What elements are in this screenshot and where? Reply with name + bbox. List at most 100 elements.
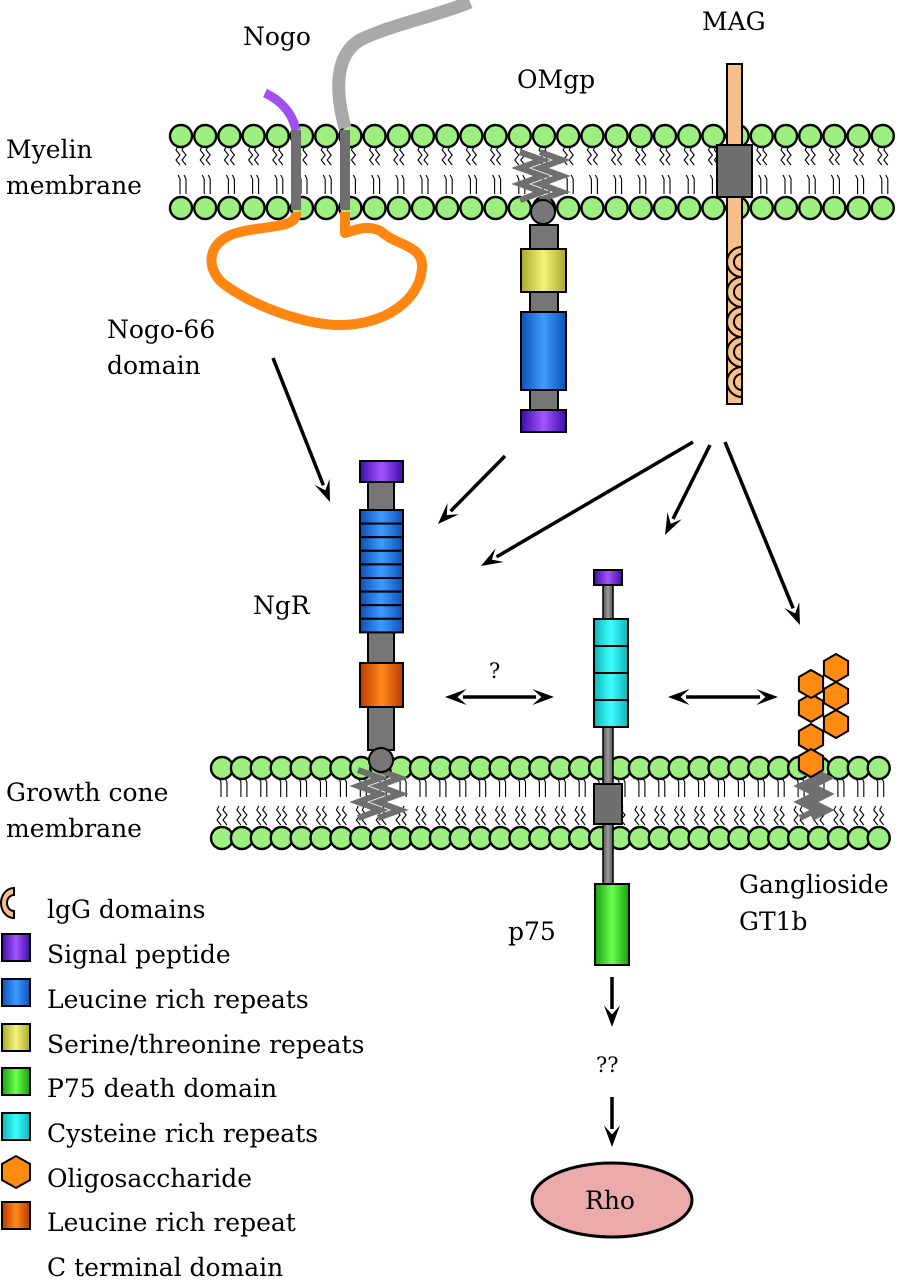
- mag-to-p75-arrow-shaft: [671, 444, 712, 520]
- mag-transmembrane: [716, 144, 753, 198]
- lipid-head: [314, 123, 339, 149]
- leucine-rich-repeat: [359, 617, 404, 634]
- lipid-tail: [660, 777, 666, 826]
- lipid-tail: [216, 777, 222, 826]
- lipid-head: [507, 123, 532, 149]
- lipid-tail: [554, 777, 561, 826]
- ngr-p75-interaction-arrow-tail-head: [445, 689, 467, 705]
- lipid-tail: [247, 145, 254, 194]
- lipid-head: [265, 195, 290, 221]
- lipid-head: [435, 195, 460, 221]
- myelin-membrane-label-line1: Myelin: [6, 135, 93, 164]
- lipid-head: [687, 755, 712, 781]
- lipid-tail: [786, 145, 792, 194]
- lipid-tail: [421, 777, 427, 826]
- cysteine-rich-repeat: [593, 672, 629, 701]
- p75-death-swatch: [1, 1067, 31, 1096]
- lipid-tail: [229, 145, 236, 194]
- lrr-cterm-swatch: [1, 1201, 31, 1230]
- lipid-head: [168, 195, 194, 221]
- legend-label-leucine-rich: Leucine rich repeats: [47, 985, 309, 1014]
- legend-label-lrr-cterm: Leucine rich repeat: [47, 1208, 296, 1237]
- interaction-arrows: [271, 357, 800, 1147]
- serine-threonine-swatch: [1, 1023, 31, 1052]
- growth-cone-label-line2: membrane: [6, 814, 142, 843]
- lipid-tail: [659, 145, 665, 194]
- lipid-tail: [640, 777, 646, 826]
- lipid-tail: [753, 777, 760, 826]
- lipid-tail: [281, 777, 288, 826]
- lipid-tail: [480, 777, 487, 826]
- lipid-tail: [586, 145, 593, 194]
- lipid-head: [870, 195, 895, 221]
- lipid-tail: [804, 145, 810, 194]
- mag-label: MAG: [702, 7, 766, 36]
- legend-label-igg: lgG domains: [47, 895, 206, 924]
- lipid-tail: [471, 145, 478, 194]
- mag-to-ngr-arrow-head: [481, 548, 504, 566]
- legend-label-lrr-cterm-cont: C terminal domain: [47, 1253, 283, 1280]
- lipid-tail: [616, 145, 623, 194]
- leucine-rich-repeat: [359, 536, 404, 552]
- omgp-gpi-anchor-2: [531, 149, 571, 203]
- lipid-tail: [719, 777, 726, 826]
- lipid-head: [548, 755, 573, 781]
- lipid-head: [798, 123, 823, 149]
- lipid-head: [362, 195, 387, 221]
- lipid-tail: [326, 145, 332, 194]
- mag-to-p75-arrow-head: [665, 512, 682, 535]
- lipid-tail: [321, 777, 328, 826]
- lipid-head: [362, 123, 387, 149]
- lipid-tail: [780, 145, 786, 194]
- ganglioside-label-line1: Ganglioside: [739, 870, 889, 899]
- lipid-tail: [828, 145, 835, 194]
- lipid-head: [846, 123, 871, 149]
- lipid-tail: [302, 145, 308, 194]
- ngr-leucine-rich-repeats: [359, 509, 404, 634]
- cysteine-rich-repeat: [593, 645, 629, 674]
- cysteine-rich-repeat: [593, 699, 629, 728]
- p75-downstream-arrow-head: [604, 1005, 620, 1027]
- lipid-head: [556, 123, 581, 149]
- lipid-head: [687, 825, 712, 851]
- oligosaccharide-hexagon: [797, 747, 825, 779]
- lipid-head: [448, 755, 473, 781]
- leucine-rich-repeat: [359, 577, 404, 593]
- mag-igg-domains: [726, 245, 743, 399]
- lipid-head: [410, 123, 436, 149]
- lipid-head: [628, 195, 653, 221]
- lipid-tail: [665, 145, 671, 194]
- lipid-head: [483, 123, 508, 149]
- to-rho-arrow-head: [604, 1125, 620, 1147]
- lipid-tail: [423, 145, 429, 194]
- lipid-head: [459, 195, 484, 221]
- lipid-tail: [301, 777, 308, 826]
- lipid-head: [386, 195, 411, 221]
- cysteine-rich-repeat: [593, 618, 629, 647]
- lipid-tail: [779, 777, 785, 826]
- lipid-head: [806, 825, 832, 851]
- igg-domain-icon: [0, 886, 15, 920]
- lipid-tail: [275, 777, 282, 826]
- lipid-head: [866, 755, 891, 781]
- lipid-tail: [733, 777, 740, 826]
- lipid-head: [448, 825, 473, 851]
- legend-label-signal-peptide: Signal peptide: [47, 940, 231, 969]
- nogo-66-loop: [206, 211, 427, 330]
- oligosaccharide-hexagon: [822, 680, 850, 712]
- lipid-head: [870, 123, 895, 149]
- lipid-tail: [417, 145, 423, 194]
- lipid-head: [701, 195, 726, 221]
- nogo66-label-line1: Nogo-66: [107, 315, 215, 344]
- lipid-tail: [320, 145, 326, 194]
- oligosaccharide-hexagon: [797, 722, 825, 754]
- p75-transmembrane: [593, 783, 623, 825]
- lipid-tail: [441, 777, 447, 826]
- omgp-to-ngr-arrow-shaft: [449, 454, 507, 513]
- growth-cone-membrane: [209, 755, 891, 851]
- leucine-rich-repeat: [359, 549, 404, 566]
- lipid-tail: [256, 777, 262, 826]
- lipid-head: [249, 755, 274, 781]
- leucine-rich-swatch: [1, 978, 31, 1007]
